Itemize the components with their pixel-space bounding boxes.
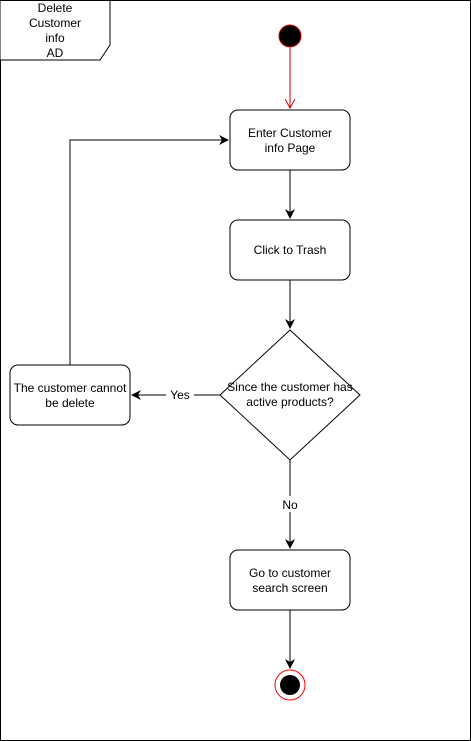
decision-label: active products? xyxy=(246,395,334,409)
edge-label-no: No xyxy=(282,498,298,512)
final-node xyxy=(280,675,300,695)
action-enter-customer-info xyxy=(229,109,351,171)
action-label: be delete xyxy=(45,396,95,410)
action-label: The customer cannot xyxy=(14,381,127,395)
action-go-to-search xyxy=(229,549,351,611)
frame-title-tab xyxy=(0,0,111,61)
edge-label-yes: Yes xyxy=(170,388,190,402)
frame-title-line: Delete xyxy=(38,1,73,15)
action-label: info Page xyxy=(265,141,316,155)
decision-label: Since the customer has xyxy=(227,380,352,394)
yes-label-bg xyxy=(166,386,194,402)
action-label: Click to Trash xyxy=(254,243,327,257)
action-label: Enter Customer xyxy=(248,126,332,140)
edge-loop-back-to-enter xyxy=(69,135,229,365)
initial-node xyxy=(278,24,302,48)
frame-title-line: Customer xyxy=(29,16,81,30)
no-label-bg xyxy=(279,496,301,512)
action-cannot-delete xyxy=(9,364,131,426)
action-label: Go to customer xyxy=(249,566,331,580)
frame-title-line: AD xyxy=(47,46,64,60)
frame-title-line: info xyxy=(45,31,65,45)
action-label: search screen xyxy=(252,581,327,595)
